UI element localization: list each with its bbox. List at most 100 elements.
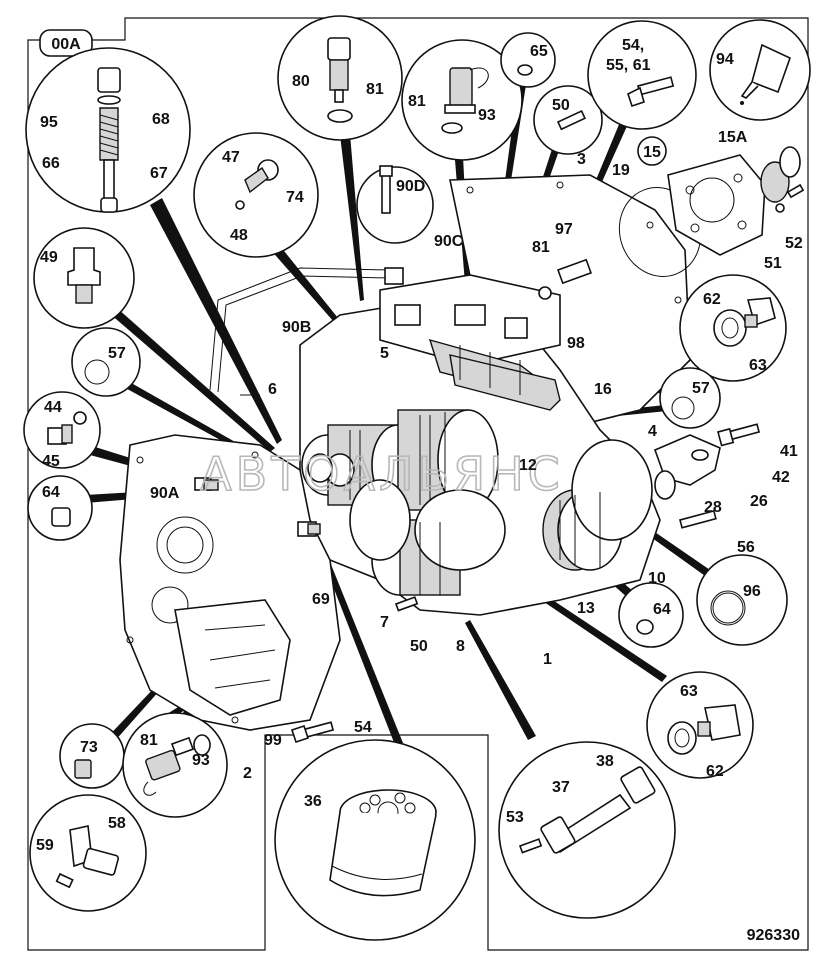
bubble-ring-96 [696,554,788,646]
callout-99: 99 [264,732,282,749]
callout-95: 95 [40,114,58,131]
callout-38: 38 [596,753,614,770]
callout-5: 5 [380,345,389,362]
bubble-solenoid-93a [401,39,523,161]
callout-15A: 15A [718,129,748,146]
callout-41: 41 [780,443,798,460]
callout-54b: 54 [354,719,372,736]
callout-42: 42 [772,469,790,486]
callout-81c: 81 [532,239,550,256]
bubble-relief-valve [25,47,191,213]
bubble-circlip-57b [659,367,721,429]
callout-94: 94 [716,51,734,68]
callout-19: 19 [612,162,630,179]
frame-tag: 00A [39,29,93,57]
callout-36: 36 [304,793,322,810]
callout-47: 47 [222,149,240,166]
callout-12: 12 [519,457,537,474]
fitting-top [384,267,404,285]
callout-90A: 90A [150,485,180,502]
callout-67: 67 [150,165,168,182]
fitting-69 [297,521,321,537]
callout-81b: 81 [408,93,426,110]
callout-8: 8 [456,638,465,655]
callout-10: 10 [648,570,666,587]
callout-68: 68 [152,111,170,128]
bubble-fitting-44 [23,391,101,469]
callout-90D: 90D [396,178,425,195]
bubble-bolt-54 [587,20,697,130]
callout-labels: 95 68 66 67 47 74 48 80 81 90D 81 93 65 … [36,37,803,854]
bubble-pipe-37 [498,741,676,919]
callout-15-circled: 15 [637,136,667,166]
callout-50b: 50 [410,638,428,655]
callout-65: 65 [530,43,548,60]
callout-16: 16 [594,381,612,398]
callout-64b: 64 [653,601,671,618]
callout-54-55-61-line1: 54, [622,37,644,54]
callout-96: 96 [743,583,761,600]
bubble-solenoid-93b [122,712,228,818]
callout-63a: 63 [749,357,767,374]
callout-49: 49 [40,249,58,266]
callout-66: 66 [42,155,60,172]
gear-shaft-right [542,439,653,571]
bubble-plug-64b [618,582,684,648]
bubble-plug-64a [27,475,93,541]
callout-54-55-61-line2: 55, 61 [606,57,651,74]
bubble-plug-73 [59,723,125,789]
callout-53: 53 [506,809,524,826]
callout-90C: 90C [434,233,464,250]
callout-45: 45 [42,453,60,470]
callout-81a: 81 [366,81,384,98]
callout-4: 4 [648,423,657,440]
page-frame [27,17,809,951]
bubble-circlip-57a [71,327,141,397]
bolt-54 [290,721,335,744]
callout-73: 73 [80,739,98,756]
callout-28: 28 [704,499,722,516]
figure-number: 926330 [747,927,800,944]
svg-text:00A: 00A [51,36,81,53]
bubble-plug-62b [646,671,754,779]
callout-98: 98 [567,335,585,352]
callout-63b: 63 [680,683,698,700]
bolt-56 [679,509,717,529]
callout-74: 74 [286,189,304,206]
callout-57a: 57 [108,345,126,362]
bubble-sensor-80 [277,15,403,141]
pin-50 [394,596,419,612]
bubble-check-valve [193,132,319,258]
callout-56: 56 [737,539,755,556]
callout-90B: 90B [282,319,311,336]
callout-51: 51 [764,255,782,272]
fitting-90A [194,477,219,491]
gear-shaft-lower [349,479,506,596]
callout-57b: 57 [692,380,710,397]
callout-2: 2 [243,765,252,782]
bubble-50a [533,85,603,155]
callout-93b: 93 [192,752,210,769]
callout-48: 48 [230,227,248,244]
bubble-breather-49 [33,227,135,329]
callout-26: 26 [750,493,768,510]
sensor-97 [538,258,593,300]
bubble-filter-36 [274,739,476,941]
callout-52: 52 [785,235,803,252]
callout-93a: 93 [478,107,496,124]
yoke-assembly [653,423,761,500]
bubble-65 [500,32,556,88]
callout-37: 37 [552,779,570,796]
callout-59: 59 [36,837,54,854]
bubble-sensor-58 [29,794,147,912]
bubble-plug-62a [679,274,787,382]
callout-69: 69 [312,591,330,608]
callout-62b: 62 [706,763,724,780]
callout-97: 97 [555,221,573,238]
callout-58: 58 [108,815,126,832]
callout-3: 3 [577,151,586,168]
callout-44: 44 [44,399,62,416]
callout-7: 7 [380,614,389,631]
